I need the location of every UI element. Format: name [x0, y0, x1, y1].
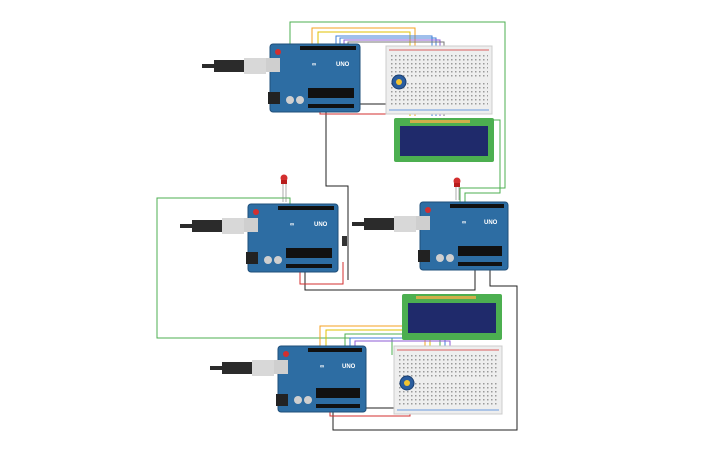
header-top	[450, 204, 504, 208]
atmega-chip	[458, 246, 502, 256]
usb-port	[274, 360, 288, 374]
potentiometer-bottom[interactable]	[399, 375, 415, 391]
usb-port	[416, 216, 430, 230]
capacitor	[264, 256, 272, 264]
atmega-chip	[316, 388, 360, 398]
usb-plug	[222, 218, 244, 234]
infinity-logo: ∞	[290, 222, 294, 228]
potentiometer-top[interactable]	[391, 74, 407, 90]
power-jack	[276, 394, 288, 406]
usb-cable-body	[222, 362, 252, 374]
lcd-screen	[400, 126, 488, 156]
usb-cable-top	[202, 58, 266, 74]
arduino-uno-bottom[interactable]: UNO ∞	[274, 345, 367, 413]
red-wire-middle	[299, 262, 344, 285]
potentiometer-center	[396, 79, 402, 85]
board-body	[277, 345, 367, 413]
lcd-top	[394, 118, 494, 162]
capacitor	[294, 396, 302, 404]
uno-label: UNO	[342, 364, 356, 370]
header-top	[278, 206, 334, 210]
header-bottom	[308, 104, 354, 108]
usb-cable-body	[364, 218, 394, 230]
atmega-chip	[286, 248, 332, 258]
infinity-logo: ∞	[312, 62, 316, 68]
capacitor	[274, 256, 282, 264]
header-top	[300, 46, 356, 50]
arduino-uno-middle-left[interactable]: UNO ∞	[244, 203, 339, 273]
atmega-chip	[308, 88, 354, 98]
reset-button[interactable]	[253, 209, 259, 215]
capacitor	[296, 96, 304, 104]
breadboard-bottom[interactable]	[393, 345, 503, 415]
usb-port	[266, 58, 280, 72]
led-middle-left[interactable]	[280, 174, 288, 203]
usb-cable-bottom	[210, 360, 274, 376]
led-middle-right[interactable]	[453, 177, 461, 201]
capacitor	[304, 396, 312, 404]
led-base	[281, 180, 287, 184]
capacitor	[446, 254, 454, 262]
reset-button[interactable]	[275, 49, 281, 55]
hole-grid	[390, 54, 488, 106]
usb-plug	[394, 216, 416, 232]
uno-label: UNO	[314, 222, 328, 228]
led-bulb	[453, 177, 461, 185]
power-jack	[418, 250, 430, 262]
usb-cable-body	[192, 220, 222, 232]
lcd-screen	[408, 303, 496, 333]
uno-label: UNO	[484, 220, 498, 226]
led-base	[454, 183, 460, 187]
green-wire-top	[289, 21, 506, 204]
pushbutton-middle[interactable]	[342, 236, 347, 246]
header-top	[308, 348, 362, 352]
hole-grid	[398, 354, 498, 406]
potentiometer-center	[404, 380, 410, 386]
reset-button[interactable]	[425, 207, 431, 213]
arduino-uno-middle-right[interactable]: UNO ∞	[416, 201, 509, 271]
pushbutton-body	[342, 236, 347, 246]
black-wire-right-bottom	[332, 270, 518, 431]
usb-cable-middle-right	[352, 216, 416, 232]
reset-button[interactable]	[283, 351, 289, 357]
infinity-logo: ∞	[462, 220, 466, 226]
usb-plug	[244, 58, 266, 74]
header-bottom	[286, 264, 332, 268]
usb-plug	[252, 360, 274, 376]
arduino-uno-top[interactable]: UNO ∞	[266, 43, 361, 113]
lcd-bottom	[402, 294, 502, 340]
board-body	[269, 43, 361, 113]
header-bottom	[316, 404, 360, 408]
lcd-pins	[416, 296, 476, 299]
usb-port	[244, 218, 258, 232]
capacitor	[436, 254, 444, 262]
black-wire-top-middle	[325, 108, 349, 280]
lcd-pins	[410, 120, 470, 123]
led-bulb	[280, 174, 288, 182]
board-body	[419, 201, 509, 271]
usb-cable-body	[214, 60, 244, 72]
header-bottom	[458, 262, 502, 266]
black-wire-middle-bottom	[304, 270, 476, 291]
breadboard-top[interactable]	[385, 45, 493, 115]
power-jack	[268, 92, 280, 104]
usb-cable-middle-left	[180, 218, 244, 234]
power-jack	[246, 252, 258, 264]
infinity-logo: ∞	[320, 364, 324, 370]
uno-label: UNO	[336, 62, 350, 68]
capacitor	[286, 96, 294, 104]
green-wire-right-lcd	[464, 119, 501, 204]
board-body	[247, 203, 339, 273]
